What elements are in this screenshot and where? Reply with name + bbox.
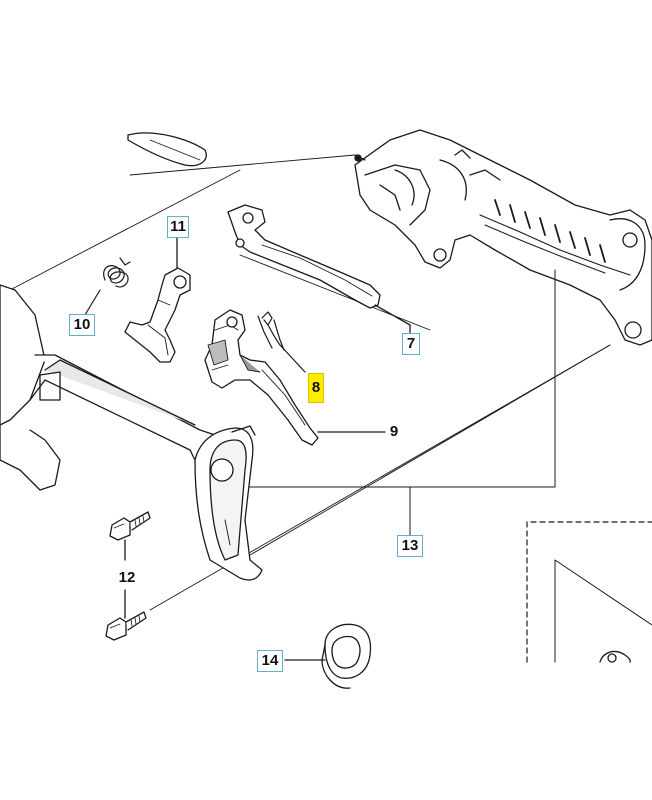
callout-7: 7 xyxy=(402,333,420,355)
inset-box xyxy=(526,521,652,663)
leader-part-13 xyxy=(249,269,556,536)
spring-part-8 xyxy=(257,311,306,373)
callout-14: 14 xyxy=(257,650,283,672)
handle-housing-part-13 xyxy=(0,284,263,581)
screw-upper-part-12 xyxy=(109,511,151,561)
callout-10: 10 xyxy=(69,314,95,336)
callout-11: 11 xyxy=(167,216,189,238)
screw-lower-part-12 xyxy=(105,589,147,641)
throttle-lever-part-7 xyxy=(227,204,411,334)
spring-part-10 xyxy=(84,257,131,316)
grommet-part-14 xyxy=(284,623,372,689)
callout-12: 12 xyxy=(118,569,136,586)
callout-9: 9 xyxy=(389,423,399,440)
throttle-trigger-part-9 xyxy=(204,309,386,446)
callout-8-highlighted: 8 xyxy=(308,373,324,403)
handle-housing-upper xyxy=(354,129,652,346)
callout-13: 13 xyxy=(397,535,423,557)
lockout-lever-part-11 xyxy=(124,237,191,363)
top-curved-piece xyxy=(127,132,207,167)
